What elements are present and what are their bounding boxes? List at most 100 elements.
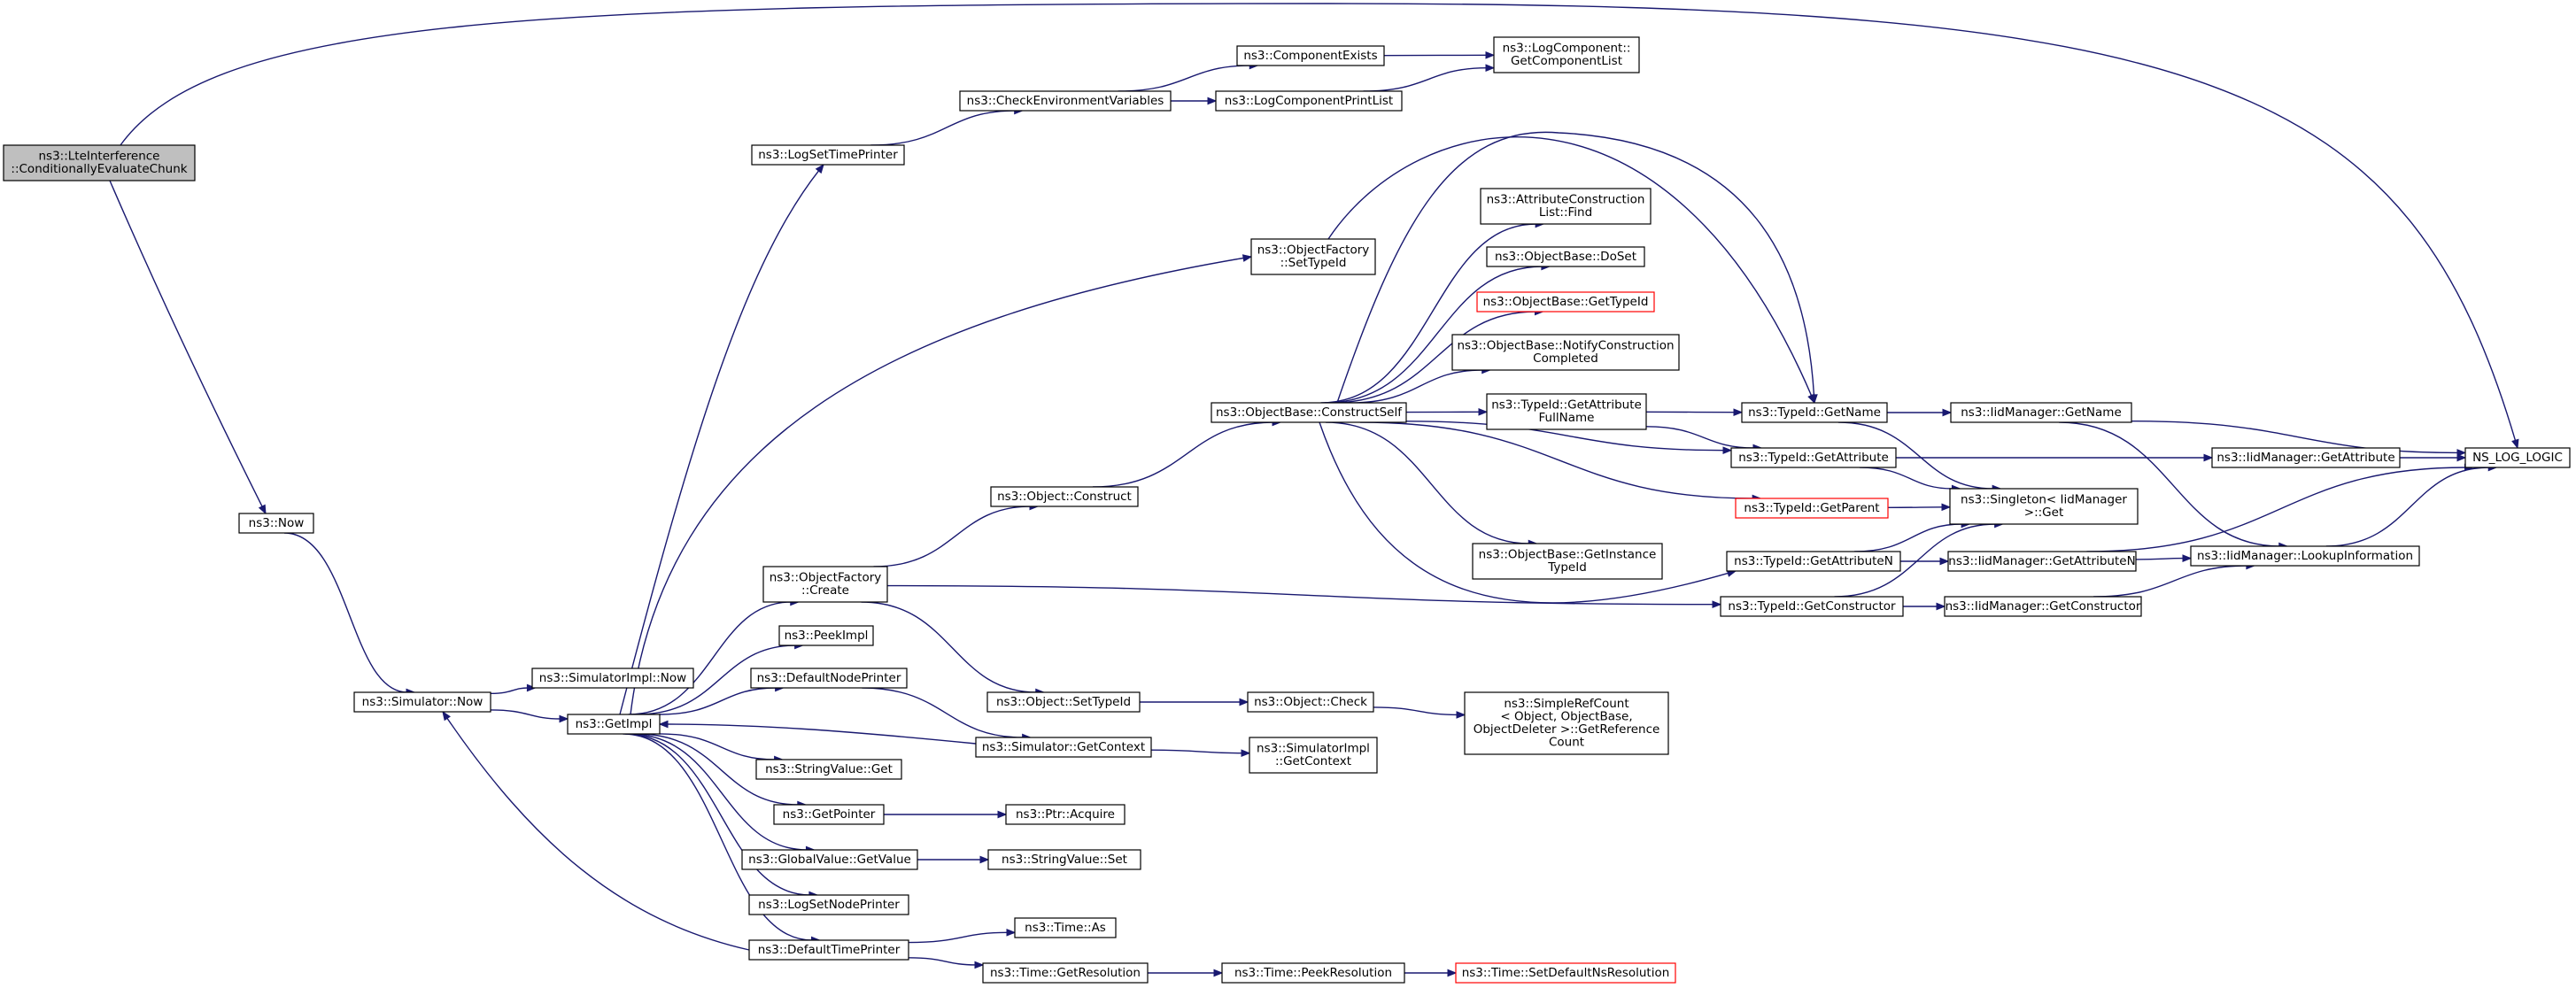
node-objbase-doset[interactable]: ns3::ObjectBase::DoSet [1486,246,1645,267]
node-globalvalue-getvalue[interactable]: ns3::GlobalValue::GetValue [741,849,918,870]
node-box [751,144,905,166]
node-label: Completed [1533,351,1598,366]
node-checkenv[interactable]: ns3::CheckEnvironmentVariables [959,90,1172,112]
node-time-setdefaultns[interactable]: ns3::Time::SetDefaultNsResolution [1455,962,1676,984]
node-getpointer[interactable]: ns3::GetPointer [773,804,885,825]
node-compexists[interactable]: ns3::ComponentExists [1236,45,1385,66]
node-objbase-notify[interactable]: ns3::ObjectBase::NotifyConstructionCompl… [1451,334,1680,371]
edge-objfactory_settypeid-to-typeid_getname [1327,136,1813,397]
edge-objbase_constructself-to-objbase_getinstance [1326,421,1530,544]
node-box [1221,962,1405,984]
nodes-layer: ns3::LteInterference::ConditionallyEvalu… [3,36,2571,984]
node-simplerefcount[interactable]: ns3::SimpleRefCount< Object, ObjectBase,… [1464,691,1669,755]
node-logsettimeprinter[interactable]: ns3::LogSetTimePrinter [751,144,905,166]
edge-defaulttimeprinter-to-time_getresolution-arrowhead [974,961,985,969]
node-label: ns3::Now [249,516,305,530]
node-now[interactable]: ns3::Now [238,513,314,534]
node-label: ::GetContext [1275,754,1351,768]
edge-getimpl-to-objfactory_settypeid-arrowhead [1242,254,1253,262]
node-logsetnodeprinter[interactable]: ns3::LogSetNodePrinter [748,894,909,915]
node-box [353,691,491,713]
node-label: ns3::LogSetNodePrinter [758,898,900,912]
node-time-as[interactable]: ns3::Time::As [1014,917,1117,938]
node-simimpl-getcontext[interactable]: ns3::SimulatorImpl::GetContext [1249,737,1378,774]
node-logcompprint[interactable]: ns3::LogComponentPrintList [1215,90,1403,112]
node-iid-getname[interactable]: ns3::IidManager::GetName [1950,402,2132,423]
node-typeid-getattribute[interactable]: ns3::TypeId::GetAttribute [1730,447,1897,468]
node-typeid-getname[interactable]: ns3::TypeId::GetName [1741,402,1888,423]
edge-typeid_getattrfullname-to-typeid_getattribute [1645,426,1755,449]
node-getimpl[interactable]: ns3::GetImpl [567,714,661,735]
node-simimpl-now[interactable]: ns3::SimulatorImpl::Now [531,668,694,689]
node-iid-getconstructor[interactable]: ns3::IidManager::GetConstructor [1944,596,2142,617]
edge-object_settypeid-to-object_check-arrowhead [1239,698,1249,706]
node-box [1726,551,1901,572]
node-box [1486,246,1645,267]
node-label: ns3::DefaultNodePrinter [757,671,901,685]
node-object-construct[interactable]: ns3::Object::Construct [990,486,1139,507]
node-object-check[interactable]: ns3::Object::Check [1247,691,1374,713]
node-box [990,486,1139,507]
node-typeid-getconstructor[interactable]: ns3::TypeId::GetConstructor [1720,596,1904,617]
node-objfactory-settypeid[interactable]: ns3::ObjectFactory::SetTypeId [1250,238,1376,275]
node-defaultnodeprinter[interactable]: ns3::DefaultNodePrinter [750,668,908,689]
node-sim-getcontext[interactable]: ns3::Simulator::GetContext [975,737,1152,758]
node-box [1741,402,1888,423]
node-iid-getattribute[interactable]: ns3::IidManager::GetAttribute [2211,447,2401,468]
node-ns-log-logic[interactable]: NS_LOG_LOGIC [2464,447,2571,468]
node-label: ns3::ObjectBase::NotifyConstruction [1457,339,1674,353]
edge-sim_now-to-simimpl_now-arrowhead [526,683,537,692]
node-logcomp-getlist[interactable]: ns3::LogComponent::GetComponentList [1493,36,1640,73]
node-defaulttimeprinter[interactable]: ns3::DefaultTimePrinter [748,939,909,961]
node-box [986,691,1141,713]
edge-time_peekresolution-to-time_setdefaultns-arrowhead [1447,969,1458,977]
edge-iid_getattribute-to-ns_log_logic-arrowhead [2456,453,2467,462]
node-objbase-constructself[interactable]: ns3::ObjectBase::ConstructSelf [1211,402,1407,423]
node-singleton-get[interactable]: ns3::Singleton< IidManager >::Get [1949,488,2139,525]
node-lte-ce[interactable]: ns3::LteInterference::ConditionallyEvalu… [3,144,196,181]
node-box [3,144,196,181]
node-stringvalue-get[interactable]: ns3::StringValue::Get [755,759,902,780]
node-label: >::Get [2024,506,2063,520]
node-peekimpl[interactable]: ns3::PeekImpl [778,625,874,646]
node-box [1950,402,2132,423]
node-time-getresolution[interactable]: ns3::Time::GetResolution [982,962,1149,984]
edge-object_construct-to-objbase_constructself [1092,421,1274,488]
node-box [762,566,888,603]
node-objfactory-create[interactable]: ns3::ObjectFactory::Create [762,566,888,603]
node-object-settypeid[interactable]: ns3::Object::SetTypeId [986,691,1141,713]
edge-logsettimeprinter-to-checkenv [870,110,1016,146]
edge-sim_now-to-getimpl [490,709,561,720]
node-label: ns3::IidManager::GetAttributeN [1948,554,2135,568]
node-box [1947,551,2137,572]
edge-getimpl-to-logsetnodeprinter [625,733,810,896]
edge-getimpl-to-logsettimeprinter-arrowhead [815,163,824,174]
node-time-peekresolution[interactable]: ns3::Time::PeekResolution [1221,962,1405,984]
edge-getimpl-to-objfactory_settypeid [630,257,1245,715]
edge-defaulttimeprinter-to-sim_now [445,717,750,951]
node-objbase-gettypeid[interactable]: ns3::ObjectBase::GetTypeId [1476,291,1655,313]
node-box [1249,737,1378,774]
edge-typeid_getconstructor-to-iid_getconstructor-arrowhead [1936,602,1946,611]
node-label: ns3::IidManager::GetConstructor [1946,599,2141,614]
node-box [748,894,909,915]
node-box [1215,90,1403,112]
node-stringvalue-set[interactable]: ns3::StringValue::Set [987,849,1141,870]
node-box [1247,691,1374,713]
node-iid-lookup[interactable]: ns3::IidManager::LookupInformation [2190,545,2420,567]
node-typeid-getattributen[interactable]: ns3::TypeId::GetAttributeN [1726,551,1901,572]
node-label: ns3::GetPointer [783,807,876,822]
edge-typeid_getname-to-singleton_get [1837,421,1994,490]
node-iid-getattributen[interactable]: ns3::IidManager::GetAttributeN [1947,551,2137,572]
edge-getimpl-to-globalvalue_getvalue [629,733,808,851]
node-label: ns3::TypeId::GetAttribute [1491,398,1642,413]
node-box [1236,45,1385,66]
edge-getimpl-to-logsettimeprinter [619,169,820,715]
node-ptr-acquire[interactable]: ns3::Ptr::Acquire [1005,804,1126,825]
node-sim-now[interactable]: ns3::Simulator::Now [353,691,491,713]
node-typeid-getparent[interactable]: ns3::TypeId::GetParent [1735,498,1889,519]
edge-time_getresolution-to-time_peekresolution-arrowhead [1213,969,1224,977]
